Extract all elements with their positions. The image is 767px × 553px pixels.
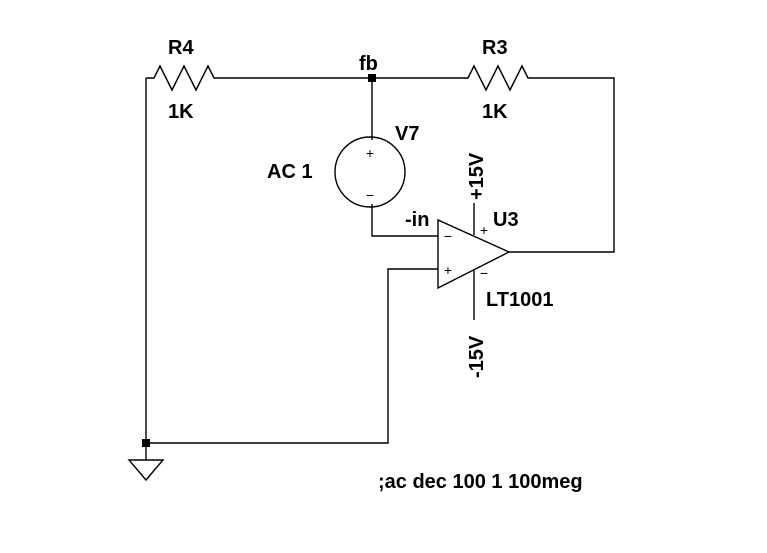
opamp-noninv-input-sign: + (444, 262, 452, 278)
wire-noninv-ground[interactable] (146, 268, 438, 444)
r3-name-label: R3 (482, 37, 508, 59)
resistor-r3[interactable] (462, 64, 538, 92)
ground-symbol-icon[interactable] (127, 459, 165, 482)
v7-value-label: AC 1 (267, 161, 313, 183)
pos-supply-label: +15V (466, 152, 488, 200)
fb-node[interactable] (368, 74, 376, 82)
opamp-neg-supply-sign: − (480, 265, 488, 281)
v7-minus-sign: − (366, 187, 374, 203)
opamp-u3[interactable] (437, 203, 511, 320)
wire-v7-inv-input[interactable] (371, 204, 438, 237)
spice-directive[interactable]: ;ac dec 100 1 100meg (378, 471, 583, 493)
opamp-pos-supply-sign: + (480, 222, 488, 238)
r3-value-label: 1K (482, 101, 508, 123)
v7-name-label: V7 (395, 123, 419, 145)
u3-model-label: LT1001 (486, 289, 553, 311)
wires (145, 77, 615, 460)
neg-supply-label: -15V (466, 335, 488, 378)
wire-r3-output[interactable] (509, 77, 615, 253)
opamp-inv-pin-label: -in (405, 209, 429, 231)
r4-name-label: R4 (168, 37, 194, 59)
voltage-source-v7[interactable] (334, 136, 406, 208)
ground-node[interactable] (142, 439, 150, 447)
resistor-r4[interactable] (146, 64, 222, 92)
fb-net-label: fb (359, 53, 378, 75)
r4-value-label: 1K (168, 101, 194, 123)
v7-plus-sign: + (366, 145, 374, 161)
opamp-inv-input-sign: − (444, 228, 452, 244)
u3-name-label: U3 (493, 209, 519, 231)
